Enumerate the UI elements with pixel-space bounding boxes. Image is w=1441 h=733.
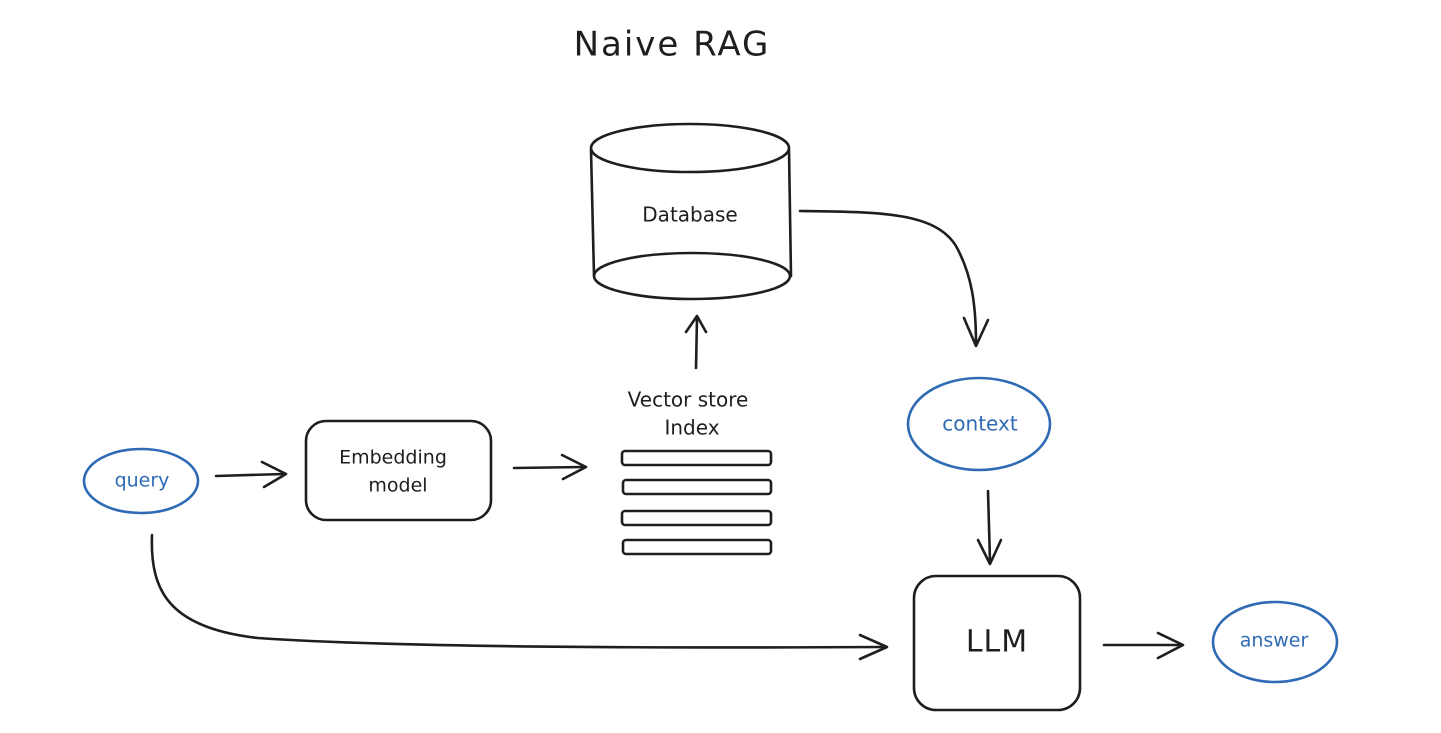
vector-row — [621, 538, 773, 556]
vector-row — [621, 478, 773, 496]
arrow-query-to-embedding — [214, 460, 288, 489]
database-label: Database — [642, 203, 737, 227]
llm-box: LLM — [912, 574, 1082, 712]
context-label: context — [942, 412, 1018, 436]
vector-store-index: Vector store Index — [620, 388, 773, 556]
diagram-title: Naive RAG — [574, 25, 771, 65]
embedding-model-box: Embedding model — [304, 419, 493, 522]
vector-row — [620, 449, 773, 467]
context-node: context — [906, 376, 1052, 472]
embedding-model-label-line1: Embedding — [339, 447, 447, 469]
vector-store-label-line2: Index — [664, 416, 719, 440]
query-node: query — [82, 447, 200, 515]
arrow-llm-to-answer — [1102, 631, 1185, 660]
arrow-vector-store-to-database — [684, 314, 708, 370]
arrow-embedding-to-vector-store — [512, 453, 588, 481]
arrow-query-to-llm — [150, 533, 889, 661]
arrow-database-to-context — [798, 209, 990, 348]
llm-label: LLM — [966, 625, 1028, 660]
vector-row — [620, 509, 773, 527]
answer-label: answer — [1240, 630, 1309, 652]
database-cylinder: Database — [589, 122, 793, 301]
vector-store-label-line1: Vector store — [628, 388, 749, 412]
arrow-context-to-llm — [976, 489, 1003, 566]
query-label: query — [115, 470, 170, 492]
embedding-model-label-line2: model — [368, 475, 427, 497]
answer-node: answer — [1211, 600, 1339, 684]
